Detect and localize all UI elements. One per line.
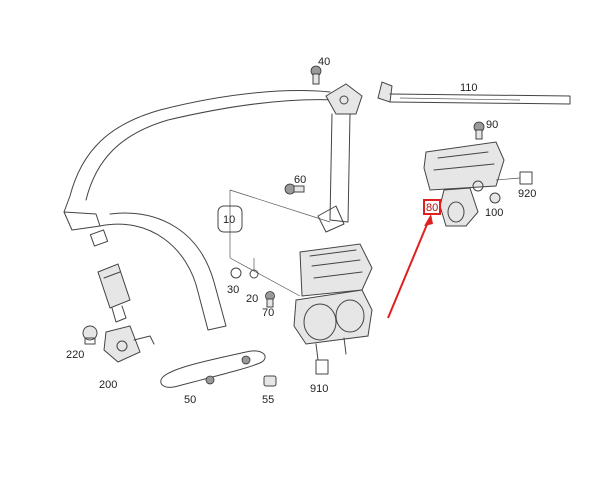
callout-10: 10 [223, 214, 235, 226]
bolt-70 [265, 291, 275, 308]
callout-80: 80 [426, 202, 438, 214]
callout-910: 910 [310, 383, 328, 395]
callout-90: 90 [486, 119, 498, 131]
nut-100 [489, 192, 501, 204]
callout-920: 920 [518, 188, 536, 200]
callout-60: 60 [294, 174, 306, 186]
callout-20: 20 [246, 293, 258, 305]
callout-200: 200 [99, 379, 117, 391]
shoulder-guide [325, 83, 363, 115]
clip-20 [249, 258, 259, 279]
rod-110 [377, 81, 571, 105]
highlight-80 [387, 199, 441, 319]
bolt-60 [284, 183, 305, 195]
cable-50 [160, 350, 266, 388]
callout-bracket-10 [217, 189, 331, 297]
cap-55 [263, 375, 277, 387]
belt-webbing [63, 90, 337, 331]
bolt-90 [473, 121, 485, 140]
connector-910 [315, 359, 329, 375]
callout-55: 55 [262, 394, 274, 406]
seat-belt-buckle [97, 263, 155, 363]
callout-50: 50 [184, 394, 196, 406]
connector-920 [495, 171, 533, 185]
callout-110: 110 [460, 82, 478, 94]
callout-70: 70 [262, 307, 274, 319]
callout-220: 220 [66, 349, 84, 361]
height-adjuster-rail [317, 113, 351, 233]
retractor-assembly [293, 243, 373, 361]
callout-30: 30 [227, 284, 239, 296]
washer-30 [230, 267, 242, 279]
callout-40: 40 [318, 56, 330, 68]
upper-bolt-40 [310, 65, 322, 85]
buckle-mount-220 [82, 325, 98, 345]
callout-100: 100 [485, 207, 503, 219]
